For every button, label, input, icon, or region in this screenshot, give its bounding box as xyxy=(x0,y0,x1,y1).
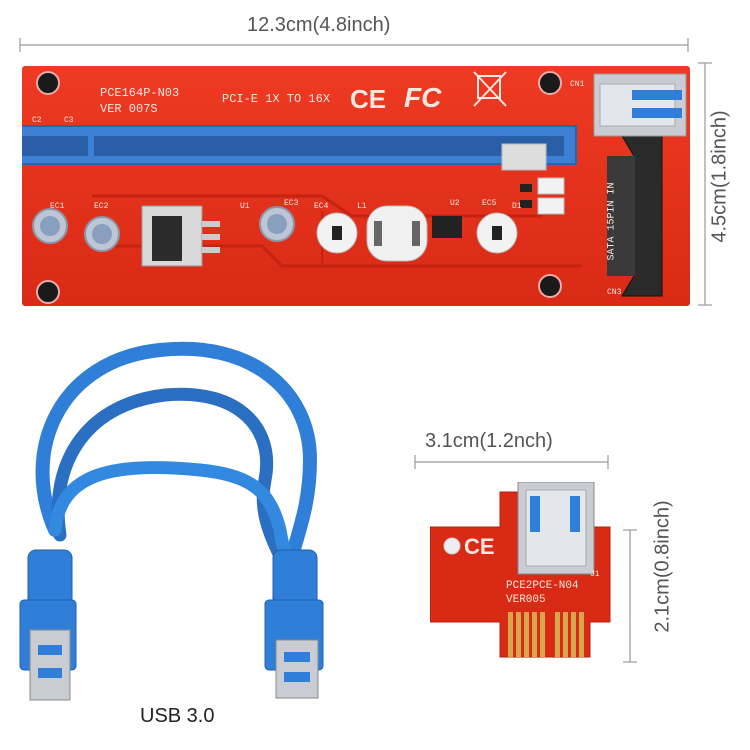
ce-mark: CE xyxy=(350,84,387,114)
fcc-mark: FC xyxy=(404,82,442,113)
label-ec2: EC2 xyxy=(94,202,109,211)
label-c3: C3 xyxy=(64,116,74,125)
riser-slot-label: PCI-E 1X TO 16X xyxy=(222,92,331,106)
label-cn1: CN1 xyxy=(570,80,585,89)
riser-board-graphic xyxy=(15,66,690,306)
label-ec1: EC1 xyxy=(50,202,65,211)
label-u2: U2 xyxy=(450,199,460,208)
adapter-version: VER005 xyxy=(506,594,546,606)
adapter-j1: J1 xyxy=(590,570,600,579)
main-width-label: 12.3cm(4.8inch) xyxy=(247,14,391,36)
adapter-ce-mark: CE xyxy=(464,534,495,559)
adapter-board: CE PCE2PCE-N04 VER005 J1 xyxy=(429,481,620,662)
sata-label: SATA 15PIN IN xyxy=(606,182,618,261)
label-ec4: EC4 xyxy=(314,202,329,211)
adapter-board-graphic xyxy=(429,481,611,658)
small-height-label: 2.1cm(0.8inch) xyxy=(651,500,674,633)
usb-caption: USB 3.0 xyxy=(140,705,215,727)
weee-icon xyxy=(473,71,507,107)
usb-cable xyxy=(19,341,324,701)
label-c2: C2 xyxy=(32,116,42,125)
label-l1: L1 xyxy=(357,202,367,211)
riser-model: PCE164P-N03 xyxy=(100,86,180,100)
capacitor-ec2 xyxy=(84,216,120,252)
label-ec3: EC3 xyxy=(284,199,299,208)
label-d1: D1 xyxy=(512,202,522,211)
main-height-label: 4.5cm(1.8inch) xyxy=(708,110,731,243)
riser-version: VER 007S xyxy=(100,102,158,116)
adapter-model: PCE2PCE-N04 xyxy=(506,580,579,592)
label-cn3: CN3 xyxy=(607,288,622,297)
riser-board: PCE164P-N03 VER 007S PCI-E 1X TO 16X CE … xyxy=(15,66,690,306)
label-u1: U1 xyxy=(240,202,250,211)
label-ec5: EC5 xyxy=(482,199,497,208)
capacitor-ec1 xyxy=(32,208,68,244)
capacitor-ec3 xyxy=(259,206,295,242)
small-width-label: 3.1cm(1.2nch) xyxy=(425,430,553,452)
